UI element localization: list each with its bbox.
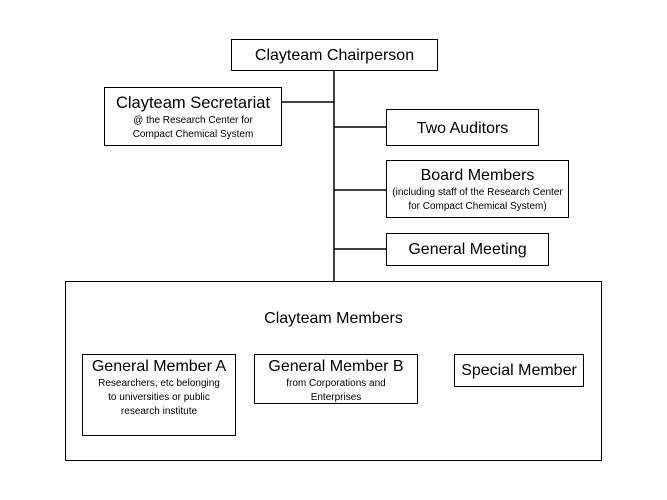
members-container-box: Clayteam Members General Member A Resear…: [65, 281, 602, 461]
secretariat-title: Clayteam Secretariat: [115, 94, 271, 112]
chairperson-title: Clayteam Chairperson: [254, 47, 415, 64]
chairperson-box: Clayteam Chairperson: [231, 39, 438, 71]
members-title: Clayteam Members: [264, 310, 403, 327]
special-member-box: Special Member: [454, 354, 584, 387]
general-member-b-title: General Member B: [268, 358, 404, 375]
general-member-a-subtitle-line1: Researchers, etc belonging: [98, 378, 220, 389]
secretariat-subtitle-line2: Compact Chemical System: [132, 129, 254, 140]
board-members-subtitle-line1: (including staff of the Research Center: [392, 187, 563, 198]
special-member-title: Special Member: [461, 362, 577, 379]
general-member-a-box: General Member A Researchers, etc belong…: [82, 354, 236, 436]
general-member-a-title: General Member A: [91, 358, 227, 375]
general-meeting-title: General Meeting: [408, 241, 527, 258]
auditors-title: Two Auditors: [416, 120, 509, 137]
general-meeting-box: General Meeting: [386, 233, 549, 266]
general-member-b-subtitle-line1: from Corporations and: [286, 378, 386, 389]
general-member-b-subtitle-line2: Enterprises: [310, 392, 362, 403]
auditors-box: Two Auditors: [386, 109, 539, 146]
board-members-subtitle-line2: for Compact Chemical System): [408, 201, 547, 212]
general-member-a-subtitle-line3: research institute: [120, 406, 198, 417]
board-members-title: Board Members: [420, 167, 535, 184]
general-member-b-box: General Member B from Corporations and E…: [254, 354, 418, 404]
general-member-a-subtitle-line2: to universities or public: [108, 392, 210, 403]
secretariat-subtitle-line1: @ the Research Center for: [133, 115, 253, 126]
board-members-box: Board Members (including staff of the Re…: [386, 160, 569, 218]
secretariat-box: Clayteam Secretariat @ the Research Cent…: [104, 87, 282, 146]
